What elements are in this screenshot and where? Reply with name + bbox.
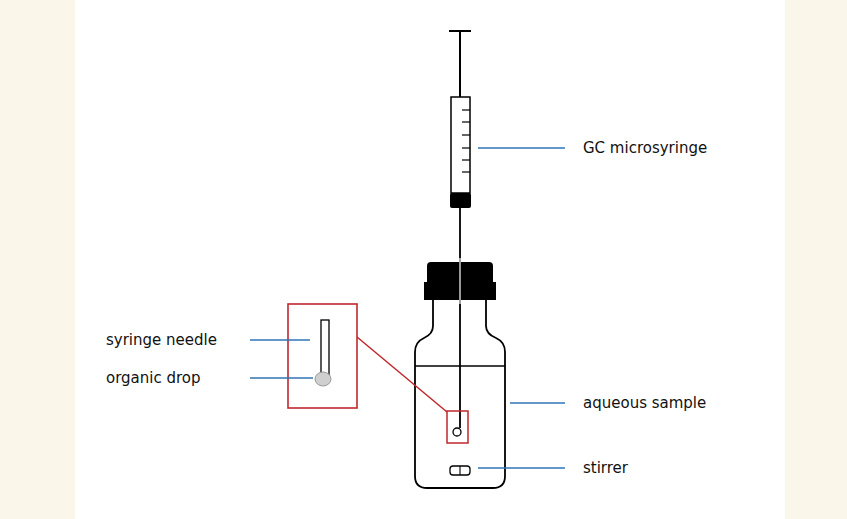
white-panel (75, 0, 785, 519)
inset-needle (321, 320, 329, 375)
vial-outline (415, 300, 505, 488)
label-holder: GC microsyringe (583, 139, 707, 157)
label-holder: syringe needle (106, 331, 217, 349)
graduation-marks (462, 110, 470, 172)
syringe-barrel (451, 97, 470, 193)
zoom-connector (357, 337, 447, 412)
stir-bar-mark (459, 466, 460, 475)
part-label: stirrer (583, 459, 628, 477)
liquid-surface (415, 365, 505, 367)
syringe-needle (459, 208, 461, 428)
label-holder: stirrer (583, 459, 628, 477)
leader-lines (250, 148, 565, 468)
part-label: aqueous sample (583, 394, 706, 412)
label-holder: aqueous sample (583, 394, 706, 412)
part-label: organic drop (106, 369, 201, 387)
zoom-frame (447, 411, 468, 443)
inset-drop (315, 372, 331, 386)
stir-bar (450, 466, 470, 475)
organic-drop (453, 428, 461, 436)
label-holder: organic drop (106, 369, 201, 387)
part-label: syringe needle (106, 331, 217, 349)
needle-through-septum (459, 258, 460, 304)
part-label: GC microsyringe (583, 139, 707, 157)
plunger-rod (459, 31, 461, 97)
inset-frame (288, 304, 357, 408)
syringe-hub (450, 193, 471, 208)
